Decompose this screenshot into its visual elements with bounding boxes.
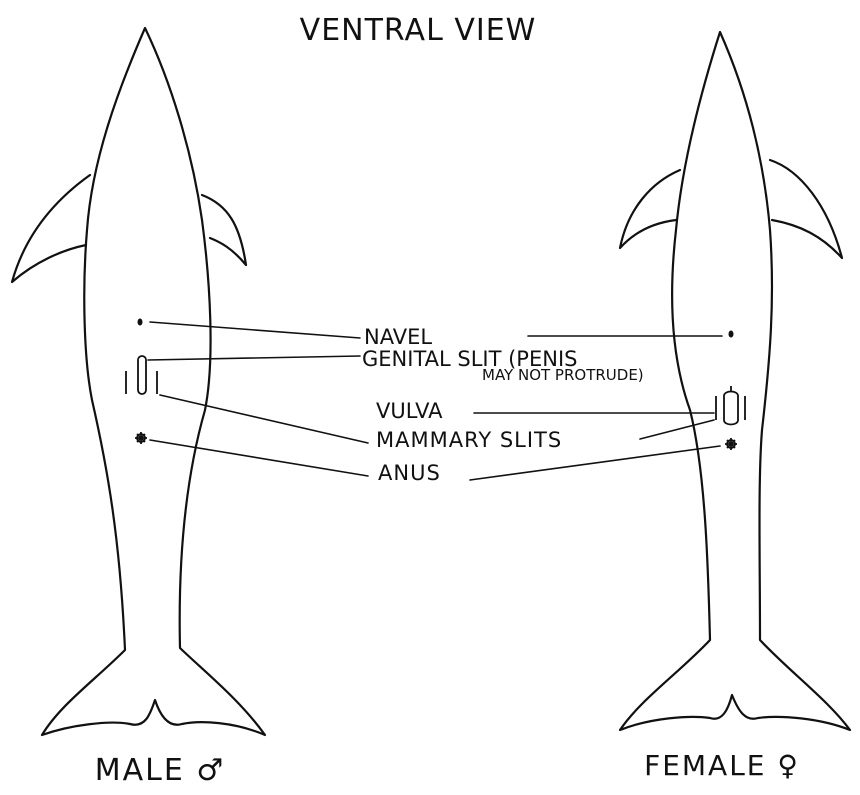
male-left-flipper [12,175,90,282]
female-anus-mark [725,438,737,450]
female-left-flipper [620,170,680,248]
label-anus: ANUS [378,461,441,485]
female-navel-mark [729,331,734,338]
anus-leader-left [150,440,368,476]
male-right-flipper [202,195,246,265]
female-body [620,32,850,730]
label-vulva: VULVA [376,399,443,423]
male-whale-outline [12,28,265,735]
male-body [42,28,265,735]
female-right-flipper [770,160,842,258]
label-genital-slit-line2: MAY NOT PROTRUDE) [482,366,644,384]
male-genital-slit-mark [138,356,146,394]
genital-slit-leader [148,356,360,360]
female-caption: FEMALE ♀ [644,749,800,782]
male-anus-mark [135,432,147,444]
label-mammary-slits: MAMMARY SLITS [376,428,562,452]
male-navel-mark [138,319,143,326]
label-navel: NAVEL [364,325,432,349]
navel-leader-left [150,322,360,338]
mammary-leader-left [160,395,368,443]
female-whale-outline [620,32,850,730]
female-vulva-mark [724,386,738,425]
mammary-leader-right [640,420,714,439]
male-caption: MALE ♂ [95,753,226,788]
diagram-title: VENTRAL VIEW [300,13,537,48]
